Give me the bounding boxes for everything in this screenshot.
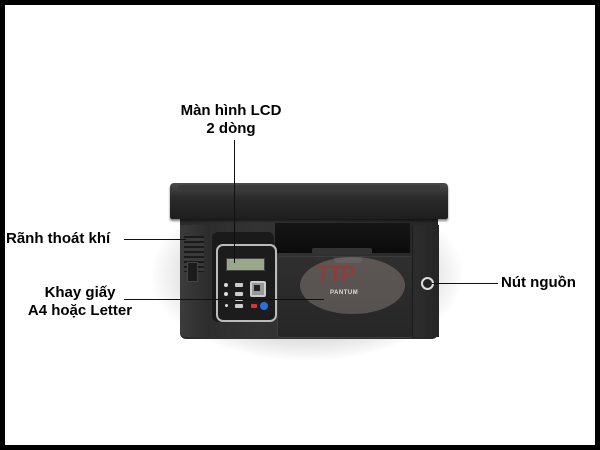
brand-logo: PANTUM: [330, 290, 359, 296]
side-slot: [187, 262, 198, 282]
vent-label: Rãnh thoát khí: [6, 230, 111, 247]
stop-button-icon: [251, 304, 257, 308]
scanner-lid-top: [178, 185, 440, 191]
panel-key-icon: [235, 304, 243, 308]
paper-tray: [277, 256, 413, 338]
scanner-lid: [170, 183, 448, 219]
panel-indicator-icon: [224, 292, 228, 296]
panel-indicator-icon: [225, 304, 228, 307]
watermark-text: TTP: [316, 261, 356, 286]
lcd-screen: [226, 258, 265, 271]
lcd-label: Màn hình LCD 2 dòng: [166, 102, 296, 138]
lcd-label-line2: 2 dòng: [206, 120, 256, 137]
start-button-icon: [260, 302, 268, 310]
power-leader-line: [432, 283, 498, 284]
panel-key-icon: [235, 299, 243, 301]
panel-key-icon: [235, 283, 243, 287]
lcd-label-line1: Màn hình LCD: [180, 102, 282, 119]
panel-key-icon: [235, 292, 243, 296]
vent-leader-line: [124, 239, 186, 240]
paper-tray-handle: [334, 257, 362, 263]
panel-indicator-icon: [224, 283, 228, 287]
lcd-leader-line: [234, 140, 235, 263]
output-tray-lip: [312, 248, 372, 254]
tray-label-line1: Khay giấy: [44, 284, 116, 301]
dpad-center-icon: [254, 285, 260, 291]
power-label: Nút nguồn: [501, 274, 576, 291]
tray-label-line2: A4 hoặc Letter: [27, 302, 133, 319]
tray-label: Khay giấy A4 hoặc Letter: [20, 284, 140, 320]
tray-leader-line: [124, 299, 324, 300]
watermark-ellipse: [300, 257, 405, 314]
